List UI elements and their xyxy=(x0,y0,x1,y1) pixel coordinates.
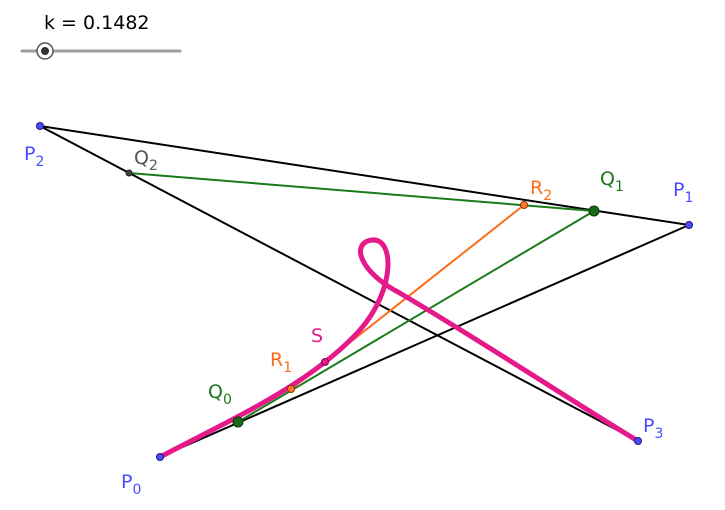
slider-name: k xyxy=(44,12,56,34)
point-q2 xyxy=(125,169,133,177)
segment-p1-p0 xyxy=(159,224,690,458)
slider-label: k = 0.1482 xyxy=(44,12,150,34)
point-q1 xyxy=(588,205,600,217)
point-p0[interactable] xyxy=(156,453,164,461)
point-r2 xyxy=(520,201,528,209)
segment-q1-q0 xyxy=(237,210,595,423)
control-polygon xyxy=(39,125,690,458)
label-q1: Q1 xyxy=(600,168,624,195)
segment-p2-p3 xyxy=(39,125,639,442)
slider-value: 0.1482 xyxy=(83,12,150,34)
label-r1: R1 xyxy=(270,349,292,376)
label-r2: R2 xyxy=(530,177,552,204)
label-p1: P1 xyxy=(673,179,693,206)
segment-p2-p1 xyxy=(39,125,690,226)
label-p3: P3 xyxy=(643,415,663,442)
k-slider[interactable] xyxy=(20,42,182,60)
label-q0: Q0 xyxy=(208,381,232,408)
point-p1[interactable] xyxy=(685,221,693,229)
point-r1 xyxy=(287,385,295,393)
traced-curve xyxy=(157,237,641,460)
label-s: S xyxy=(311,325,323,347)
first-level-segments xyxy=(128,172,595,423)
label-q2: Q2 xyxy=(134,147,158,174)
segment-q2-q1 xyxy=(128,172,595,212)
slider-handle-inner[interactable] xyxy=(41,47,49,55)
point-s xyxy=(321,358,329,366)
point-p3[interactable] xyxy=(634,437,642,445)
label-p2: P2 xyxy=(24,143,44,170)
point-p2[interactable] xyxy=(36,122,44,130)
label-p0: P0 xyxy=(121,471,141,498)
point-q0 xyxy=(232,416,244,428)
